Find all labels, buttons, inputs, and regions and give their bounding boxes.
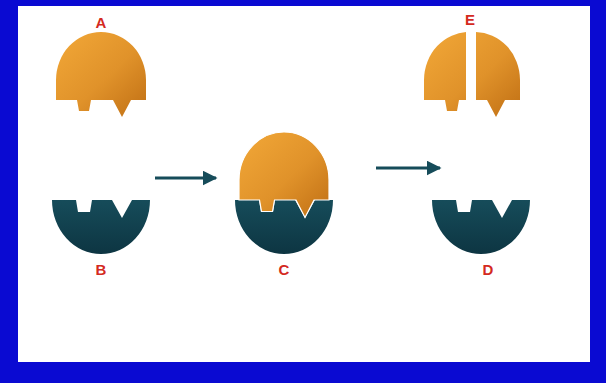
enzyme-substrate-complex xyxy=(235,132,333,254)
part-letter: C xyxy=(279,262,290,277)
product-shapes xyxy=(424,32,520,117)
enzyme-shape xyxy=(52,200,150,254)
substrate-shape xyxy=(56,32,146,117)
part-letter: E xyxy=(465,12,475,27)
reaction-arrow xyxy=(376,167,440,170)
part-letter: D xyxy=(483,262,494,277)
enzyme-shape xyxy=(432,200,530,254)
reaction-arrow xyxy=(155,177,216,180)
part-letter: A xyxy=(96,15,107,30)
part-letter: B xyxy=(96,262,107,277)
